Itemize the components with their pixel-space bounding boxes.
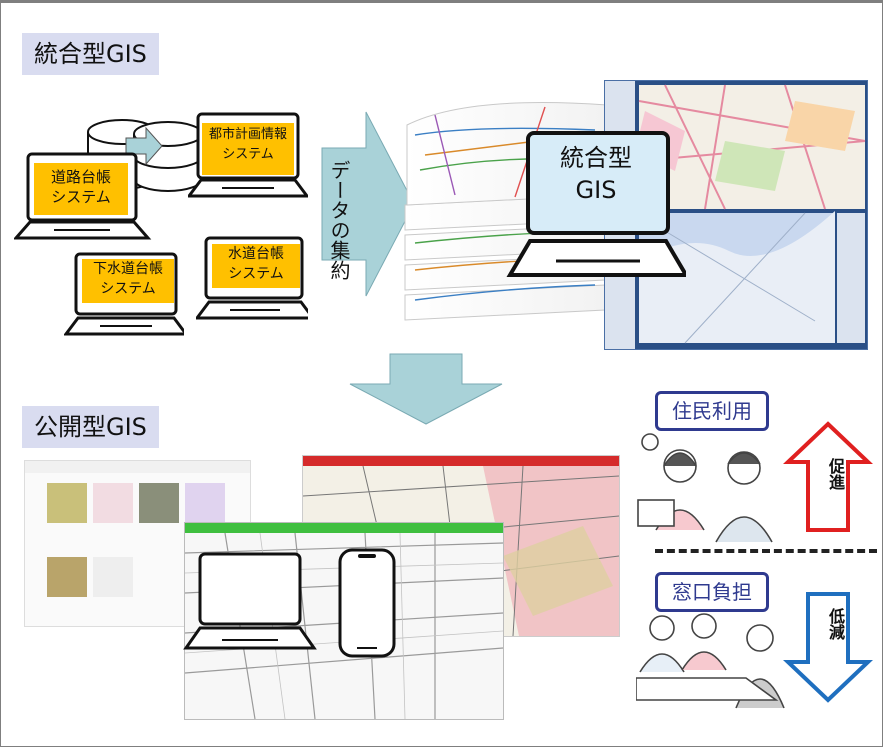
integrated-gis-title: 統合型GIS bbox=[22, 33, 159, 75]
down-arrow bbox=[349, 353, 503, 425]
public-gis-title: 公開型GIS bbox=[22, 406, 159, 448]
integrated-gis-laptop-label: 統合型 GIS bbox=[560, 144, 632, 204]
reduce-arrow bbox=[783, 592, 873, 703]
road-system-label: 道路台帳 システム bbox=[34, 163, 128, 215]
window-burden-illustration bbox=[636, 613, 785, 709]
promote-label: 促進 bbox=[826, 458, 845, 490]
aggregation-arrow-label: データの集約 bbox=[327, 160, 351, 280]
city-system-label: 都市計画情報 システム bbox=[202, 123, 294, 175]
window-burden-label: 窓口負担 bbox=[655, 572, 769, 612]
resident-use-label: 住民利用 bbox=[655, 391, 769, 431]
device-icons bbox=[183, 548, 396, 658]
aggregation-arrow bbox=[321, 111, 415, 297]
integrated-gis-laptop bbox=[506, 131, 686, 277]
reduce-label: 低減 bbox=[826, 608, 845, 640]
resident-use-illustration bbox=[637, 433, 773, 543]
water-system-label: 水道台帳 システム bbox=[212, 244, 300, 288]
gis-screenshot bbox=[604, 80, 868, 350]
divider-line bbox=[655, 549, 877, 553]
sewer-system-label: 下水道台帳 システム bbox=[82, 259, 174, 303]
promote-arrow bbox=[783, 421, 873, 532]
